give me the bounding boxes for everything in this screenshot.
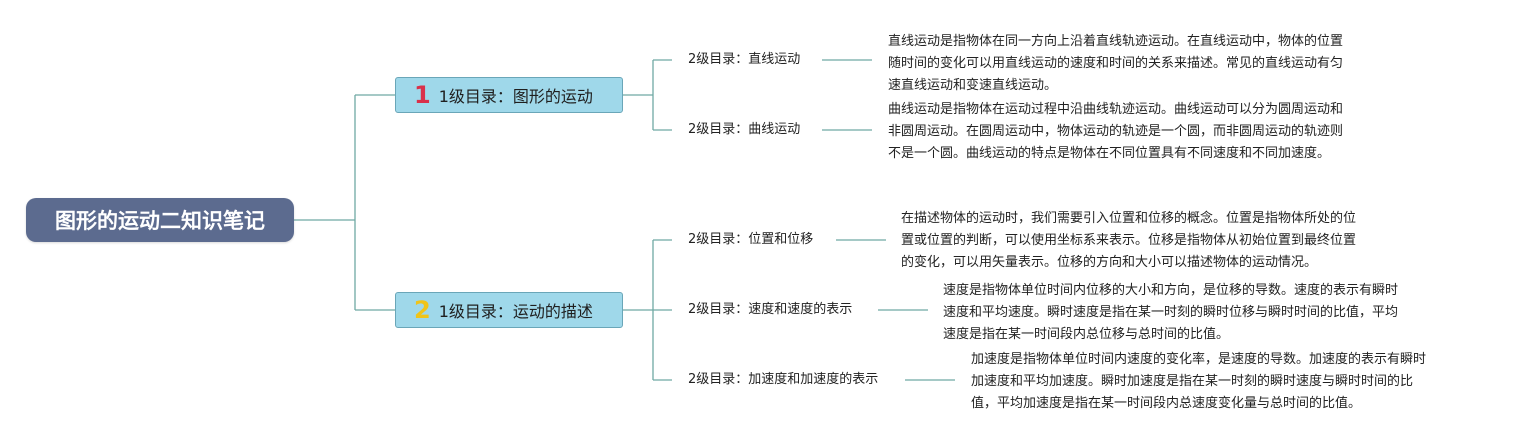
subtopic-label: 2级目录：曲线运动 [688, 122, 801, 137]
subtopic-label: 2级目录：加速度和加速度的表示 [688, 372, 879, 387]
description-linear-motion[interactable]: 直线运动是指物体在同一方向上沿着直线轨迹运动。在直线运动中，物体的位置 随时间的… [888, 31, 1343, 97]
description-line: 在描述物体的运动时，我们需要引入位置和位移的概念。位置是指物体所处的位 [901, 211, 1357, 226]
description-line: 速度是指在某一时间段内总位移与总时间的比值。 [943, 327, 1230, 342]
subtopic-label: 2级目录：位置和位移 [688, 232, 814, 247]
description-line: 速直线运动和变速直线运动。 [888, 78, 1058, 93]
description-line: 值，平均加速度是指在某一时间段内总速度变化量与总时间的比值。 [971, 396, 1362, 411]
description-line: 加速度是指物体单位时间内速度的变化率，是速度的导数。加速度的表示有瞬时 [971, 352, 1427, 367]
number-2-icon: 2 [414, 296, 431, 324]
branch-topic-1[interactable]: 1 1级目录：图形的运动 [395, 77, 623, 113]
branch-topic-label: 1级目录：图形的运动 [438, 87, 593, 106]
description-line: 不是一个圆。曲线运动的特点是物体在不同位置具有不同速度和不同加速度。 [888, 146, 1331, 161]
description-line: 速度和平均速度。瞬时速度是指在某一时刻的瞬时位移与瞬时时间的比值，平均 [943, 305, 1399, 320]
description-line: 加速度和平均加速度。瞬时加速度是指在某一时刻的瞬时速度与瞬时时间的比 [971, 374, 1414, 389]
description-curvilinear-motion[interactable]: 曲线运动是指物体在运动过程中沿曲线轨迹运动。曲线运动可以分为圆周运动和 非圆周运… [888, 99, 1343, 165]
description-line: 随时间的变化可以用直线运动的速度和时间的关系来描述。常见的直线运动有匀 [888, 56, 1344, 71]
root-topic[interactable]: 图形的运动二知识笔记 [26, 198, 294, 242]
description-line: 的变化，可以用矢量表示。位移的方向和大小可以描述物体的运动情况。 [901, 255, 1318, 270]
description-line: 速度是指物体单位时间内位移的大小和方向，是位移的导数。速度的表示有瞬时 [943, 283, 1399, 298]
subtopic-velocity[interactable]: 2级目录：速度和速度的表示 [688, 301, 852, 319]
description-acceleration[interactable]: 加速度是指物体单位时间内速度的变化率，是速度的导数。加速度的表示有瞬时 加速度和… [971, 349, 1426, 415]
description-line: 曲线运动是指物体在运动过程中沿曲线轨迹运动。曲线运动可以分为圆周运动和 [888, 102, 1344, 117]
subtopic-acceleration[interactable]: 2级目录：加速度和加速度的表示 [688, 371, 878, 389]
branch-topic-2[interactable]: 2 1级目录：运动的描述 [395, 292, 623, 328]
subtopic-label: 2级目录：速度和速度的表示 [688, 302, 853, 317]
description-velocity[interactable]: 速度是指物体单位时间内位移的大小和方向，是位移的导数。速度的表示有瞬时 速度和平… [943, 280, 1398, 346]
subtopic-position-displacement[interactable]: 2级目录：位置和位移 [688, 231, 813, 249]
root-topic-label: 图形的运动二知识笔记 [55, 209, 265, 233]
description-line: 非圆周运动。在圆周运动中，物体运动的轨迹是一个圆，而非圆周运动的轨迹则 [888, 124, 1344, 139]
subtopic-curvilinear-motion[interactable]: 2级目录：曲线运动 [688, 121, 800, 139]
branch-topic-label: 1级目录：运动的描述 [438, 302, 593, 321]
description-line: 直线运动是指物体在同一方向上沿着直线轨迹运动。在直线运动中，物体的位置 [888, 34, 1344, 49]
description-position-displacement[interactable]: 在描述物体的运动时，我们需要引入位置和位移的概念。位置是指物体所处的位 置或位置… [901, 208, 1356, 274]
subtopic-label: 2级目录：直线运动 [688, 52, 801, 67]
number-1-icon: 1 [414, 81, 431, 109]
subtopic-linear-motion[interactable]: 2级目录：直线运动 [688, 51, 800, 69]
description-line: 置或位置的判断，可以使用坐标系来表示。位移是指物体从初始位置到最终位置 [901, 233, 1357, 248]
